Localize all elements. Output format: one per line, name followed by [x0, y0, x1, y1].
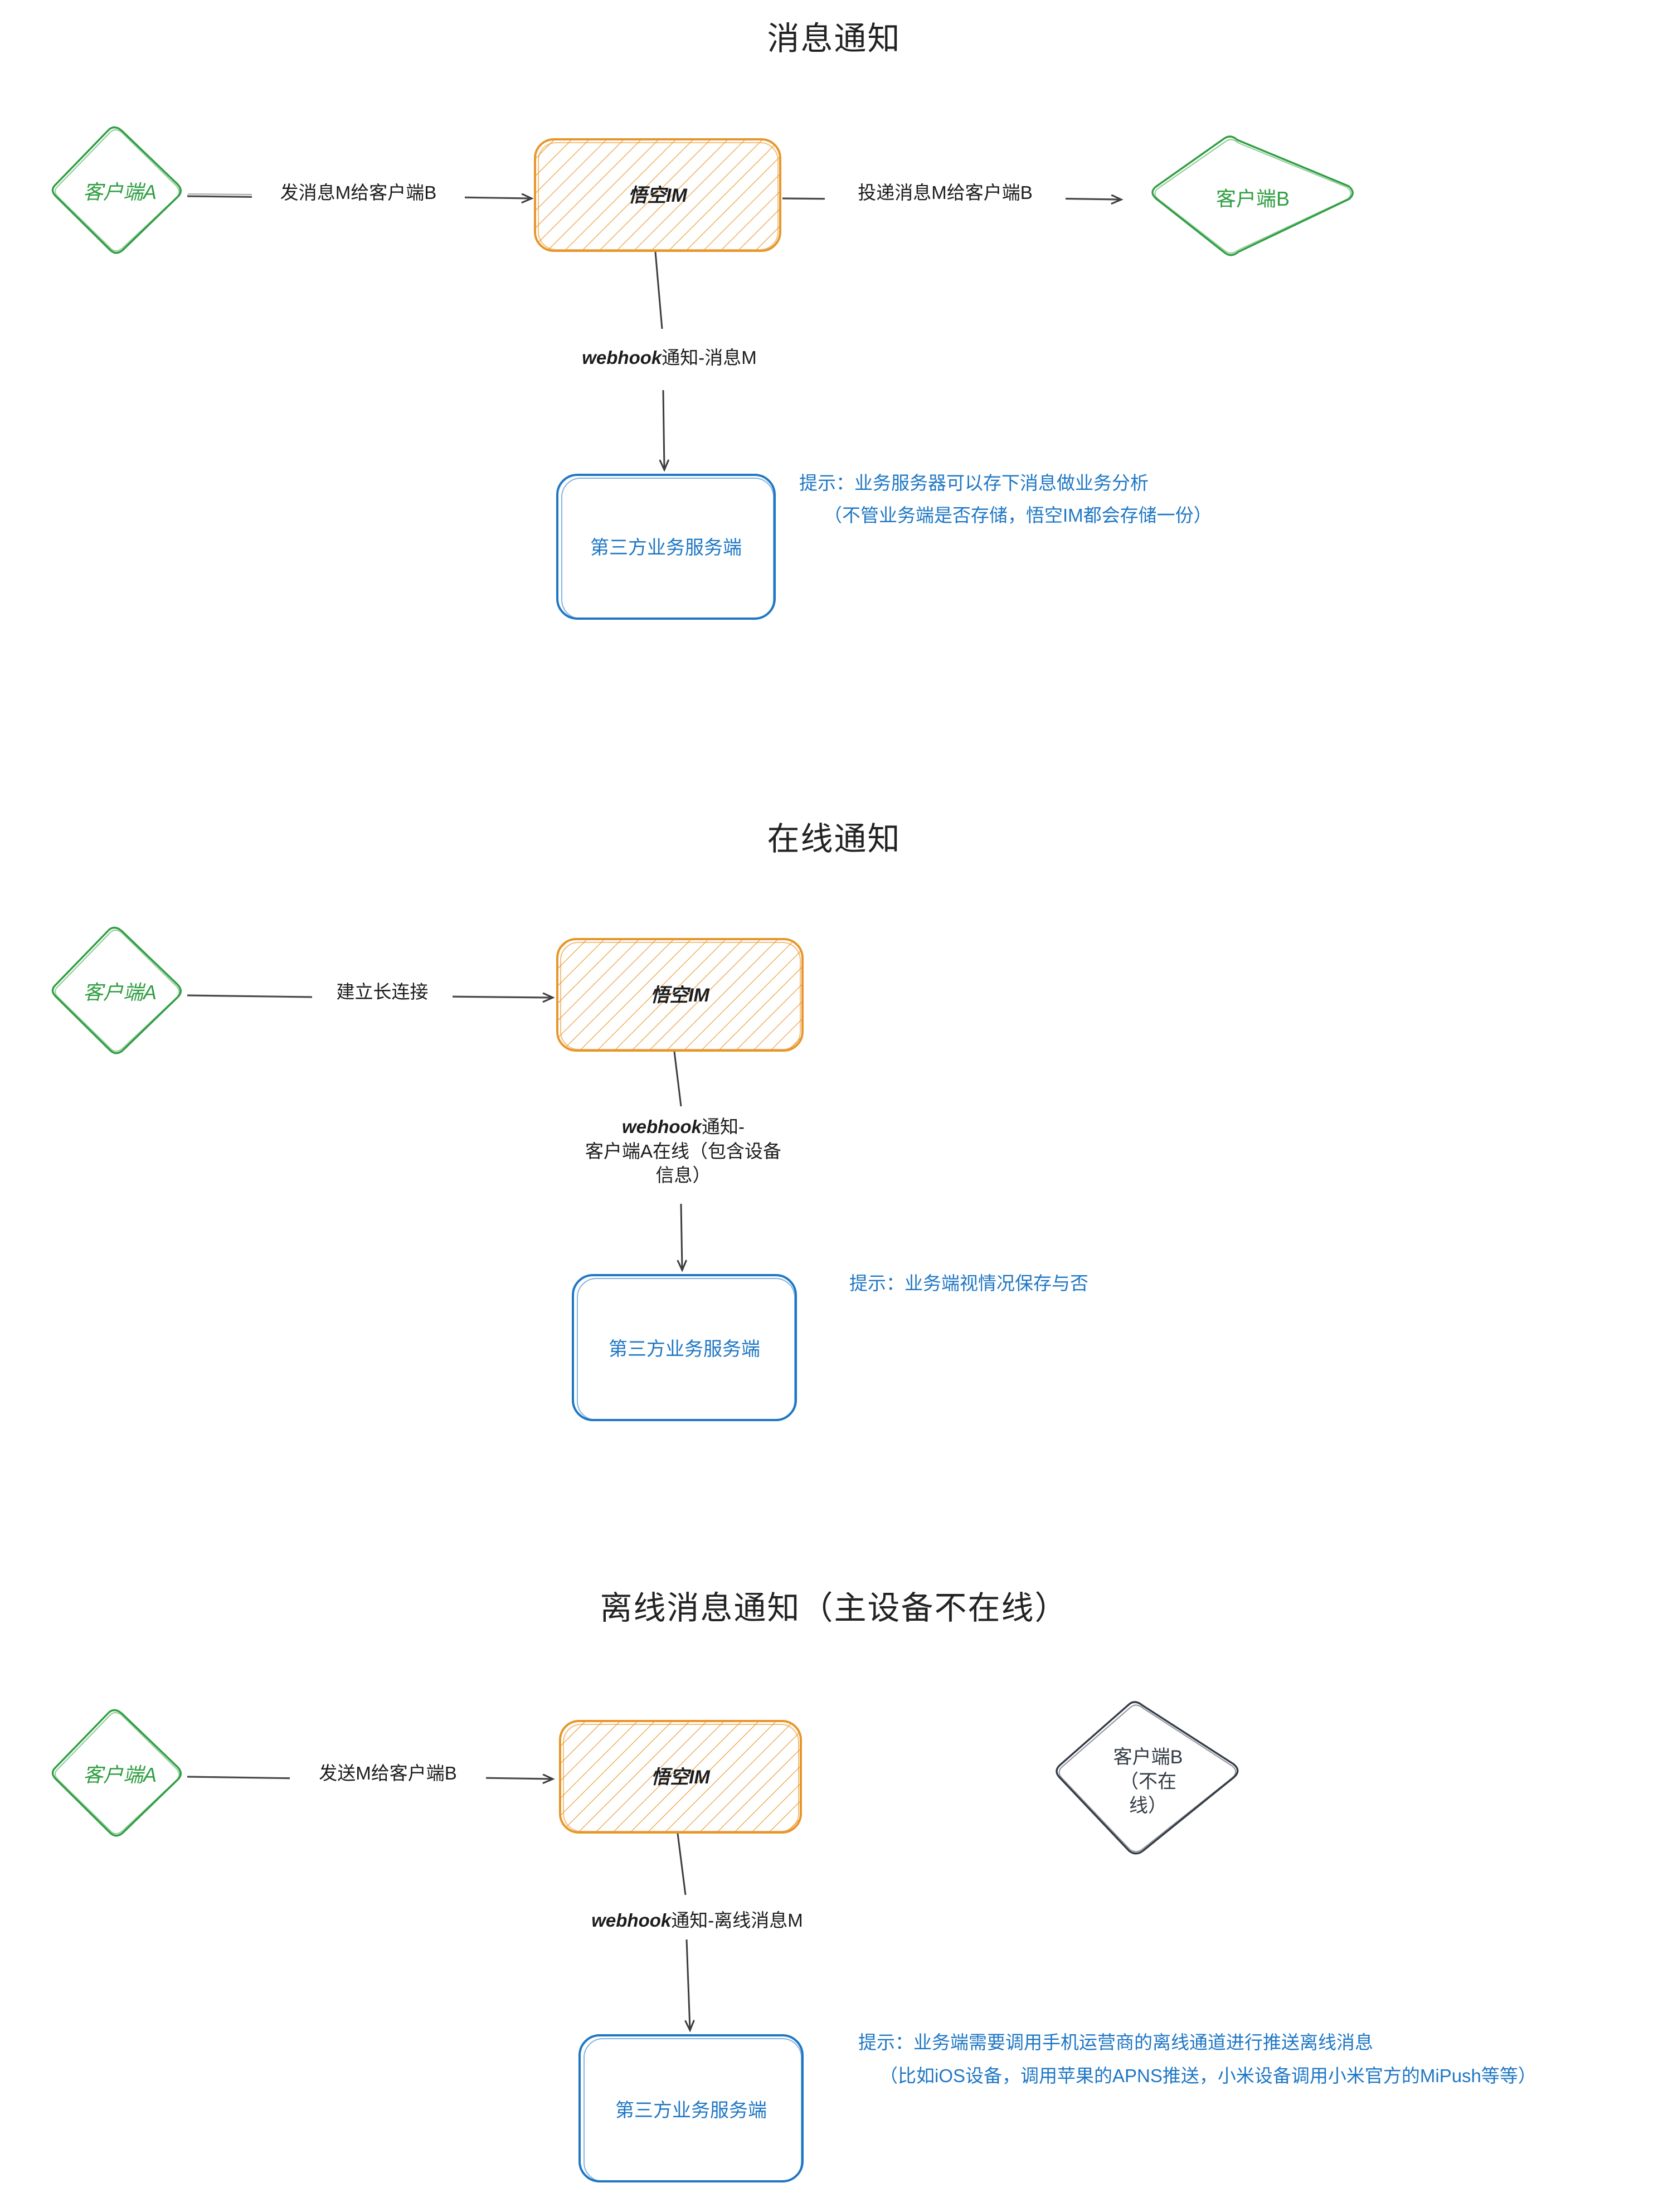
s1-client-b-label: 客户端B [1215, 187, 1290, 210]
s1-webhook-rest: 通知-消息M [662, 347, 757, 368]
s3-client-b-line3: 线） [1129, 1795, 1167, 1817]
s1-client-a-label: 客户端A [82, 181, 157, 203]
s3-hint-line-2: （比如iOS设备，调用苹果的APNS推送，小米设备调用小米官方的MiPush等等… [879, 2065, 1536, 2086]
s2-third-party-shape [572, 1274, 797, 1421]
s3-webhook-rest: 通知-离线消息M [671, 1910, 803, 1931]
s1-hint-line-2: （不管业务端是否存储，悟空IM都会存储一份） [824, 505, 1212, 526]
s1-client-b-shape [1151, 135, 1354, 256]
s3-client-a-label: 客户端A [82, 1763, 157, 1786]
s3-edge-im-to-server: webhook通知-离线消息M [535, 1907, 859, 1934]
s3-im-shape [559, 1720, 802, 1834]
s2-webhook-line3: 信息） [655, 1165, 711, 1186]
s3-third-party-label: 第三方业务服务端 [615, 2100, 767, 2121]
s1-edge-a-to-im: 发消息M给客户端B [252, 179, 465, 206]
s2-webhook-prefix: webhook [621, 1116, 702, 1137]
s1-webhook-prefix: webhook [582, 347, 662, 368]
s2-im-label: 悟空IM [650, 985, 709, 1006]
s3-hint-line-1: 提示：业务端需要调用手机运营商的离线通道进行推送离线消息 [858, 2032, 1373, 2053]
section-title-1: 消息通知 [767, 21, 901, 57]
s3-third-party-shape [578, 2034, 804, 2182]
s3-webhook-prefix: webhook [591, 1910, 672, 1931]
s2-webhook-line2: 客户端A在线（包含设备 [585, 1140, 781, 1161]
section-title-2: 在线通知 [767, 821, 901, 857]
section-title-3: 离线消息通知（主设备不在线） [600, 1590, 1068, 1626]
s2-edge-im-to-server: webhook通知- 客户端A在线（包含设备 信息） [535, 1114, 831, 1189]
s2-client-a-label: 客户端A [82, 981, 157, 1004]
s1-im-shape [534, 138, 781, 252]
s1-client-a-shape [51, 126, 182, 254]
s1-hint-line-1: 提示：业务服务器可以存下消息做业务分析 [799, 473, 1149, 493]
s3-client-b-offline-label: 客户端B （不在 线） [1076, 1746, 1220, 1819]
s2-edge-a-to-im: 建立长连接 [312, 979, 453, 1005]
s1-third-party-shape [556, 474, 776, 620]
s3-client-b-offline-shape [1056, 1701, 1239, 1855]
s1-edge-im-to-b: 投递消息M给客户端B [825, 179, 1066, 206]
s2-hint-line-1: 提示：业务端视情况保存与否 [849, 1273, 1088, 1294]
s2-webhook-rest: 通知- [702, 1116, 745, 1137]
s1-third-party-label: 第三方业务服务端 [590, 537, 742, 558]
s1-edge-im-to-server: webhook通知-消息M [535, 344, 804, 371]
s3-im-label: 悟空IM [651, 1767, 710, 1788]
s2-third-party-label: 第三方业务服务端 [609, 1339, 760, 1360]
s3-edge-a-to-im: 发送M给客户端B [290, 1760, 486, 1787]
s1-im-label: 悟空IM [628, 185, 687, 206]
s3-client-b-line2: （不在 [1120, 1771, 1176, 1792]
s2-client-a-shape [51, 926, 182, 1054]
s3-client-b-line1: 客户端B [1113, 1747, 1183, 1768]
s3-client-a-shape [51, 1709, 182, 1837]
s2-im-shape [556, 938, 804, 1052]
